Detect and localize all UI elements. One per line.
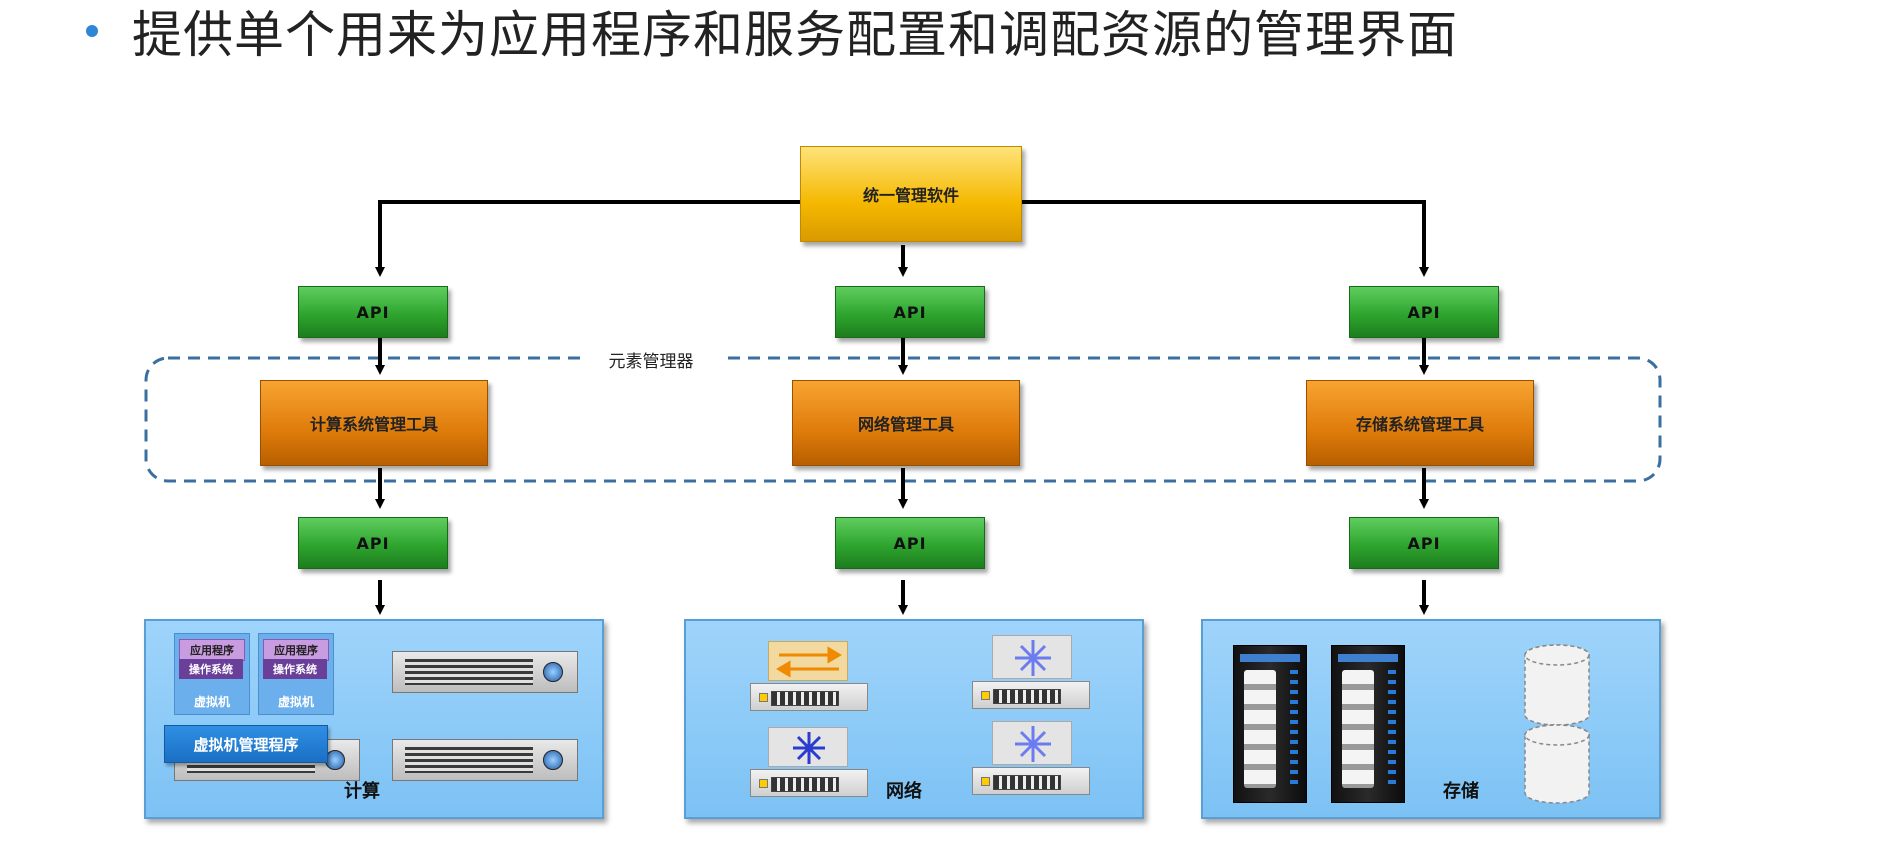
- network-switch-icon: [750, 683, 868, 711]
- hub-icon: [992, 635, 1072, 679]
- virtual-machine-1: 应用程序 操作系统 虚拟机: [174, 633, 250, 715]
- network-switch-icon: [750, 769, 868, 797]
- hub-icon: [992, 721, 1072, 765]
- server-icon: [392, 739, 578, 781]
- bullet-line: 提供单个用来为应用程序和服务配置和调配资源的管理界面: [86, 0, 1458, 64]
- compute-panel: 应用程序 操作系统 虚拟机 应用程序 操作系统 虚拟机 虚拟机管理程序 计算: [144, 619, 604, 819]
- arrows-icon: [776, 646, 842, 678]
- vm-label: 虚拟机: [277, 695, 314, 709]
- exchange-arrows-icon: [768, 641, 848, 681]
- api-box-network-bottom: API: [835, 517, 985, 569]
- storage-rack-icon: [1331, 645, 1405, 803]
- network-panel-label: 网络: [886, 781, 922, 802]
- api-box-compute-bottom: API: [298, 517, 448, 569]
- vm-app-label: 应用程序: [263, 639, 329, 661]
- vm-os-label: 操作系统: [179, 659, 243, 679]
- disk-cylinder-icon: [1524, 644, 1590, 804]
- network-management-tool-box: 网络管理工具: [792, 380, 1020, 466]
- virtual-machine-2: 应用程序 操作系统 虚拟机: [258, 633, 334, 715]
- storage-rack-icon: [1233, 645, 1307, 803]
- storage-panel: 存储: [1201, 619, 1661, 819]
- page-heading: 提供单个用来为应用程序和服务配置和调配资源的管理界面: [132, 6, 1458, 64]
- network-switch-icon: [972, 681, 1090, 709]
- star-icon: [1015, 640, 1051, 676]
- star-icon: [1015, 726, 1051, 762]
- hypervisor-box: 虚拟机管理程序: [164, 725, 328, 763]
- api-box-storage-top: API: [1349, 286, 1499, 338]
- top-connectors: [375, 200, 1429, 615]
- storage-panel-label: 存储: [1443, 781, 1479, 802]
- bullet-dot-icon: [86, 25, 98, 37]
- star-icon: [793, 732, 825, 764]
- storage-management-tool-box: 存储系统管理工具: [1306, 380, 1534, 466]
- api-box-compute-top: API: [298, 286, 448, 338]
- unified-management-software-box: 统一管理软件: [800, 146, 1022, 242]
- element-manager-label: 元素管理器: [580, 346, 722, 372]
- hub-icon: [768, 727, 848, 767]
- compute-management-tool-box: 计算系统管理工具: [260, 380, 488, 466]
- network-panel: 网络: [684, 619, 1144, 819]
- vm-app-label: 应用程序: [179, 639, 245, 661]
- server-icon: [392, 651, 578, 693]
- vm-os-label: 操作系统: [263, 659, 327, 679]
- compute-panel-label: 计算: [344, 781, 380, 802]
- vm-label: 虚拟机: [193, 695, 230, 709]
- api-box-storage-bottom: API: [1349, 517, 1499, 569]
- api-box-network-top: API: [835, 286, 985, 338]
- network-switch-icon: [972, 767, 1090, 795]
- element-manager-region: [144, 356, 1662, 483]
